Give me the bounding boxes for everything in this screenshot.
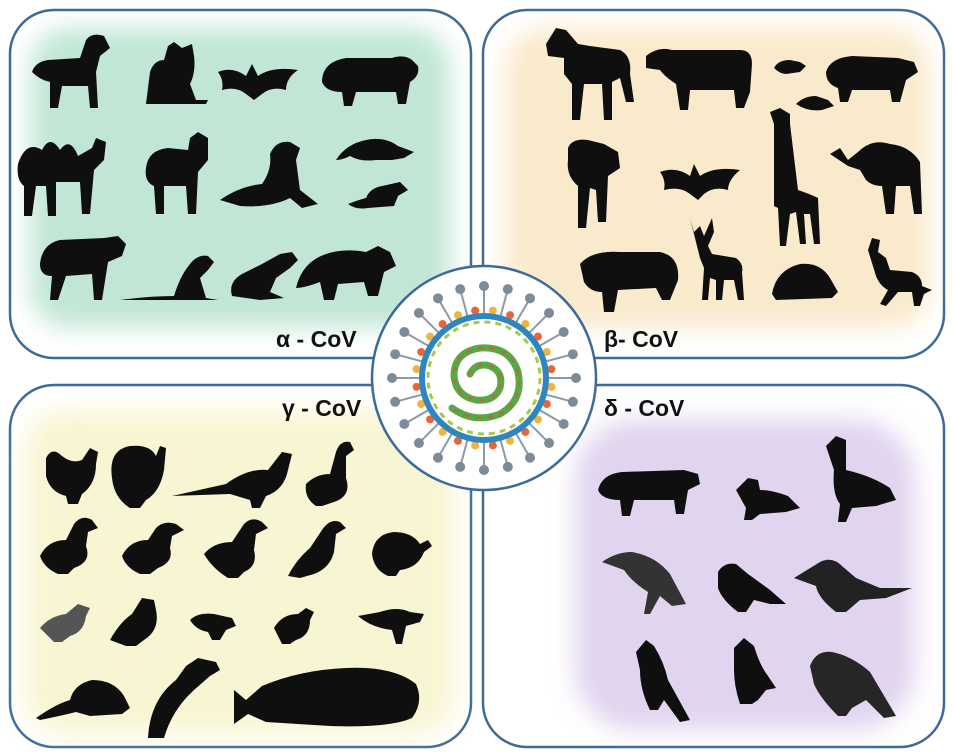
spike-head bbox=[544, 438, 554, 448]
coronavirus-icon bbox=[372, 266, 596, 490]
spike-head bbox=[399, 327, 409, 337]
spike-head bbox=[568, 349, 578, 359]
spike-head bbox=[571, 373, 581, 383]
beta-cov-label: β- CoV bbox=[604, 326, 678, 353]
spike-head bbox=[414, 438, 424, 448]
spike-head bbox=[399, 419, 409, 429]
spike-head bbox=[525, 293, 535, 303]
spike-head bbox=[479, 465, 489, 475]
spike-head bbox=[387, 373, 397, 383]
delta-cov-label: δ - CoV bbox=[604, 395, 684, 422]
gamma-cov-label: γ - CoV bbox=[282, 395, 361, 422]
spike-head bbox=[455, 462, 465, 472]
spike-head bbox=[455, 284, 465, 294]
spike-head bbox=[544, 308, 554, 318]
spike-head bbox=[433, 293, 443, 303]
spike-head bbox=[525, 453, 535, 463]
spike-head bbox=[503, 462, 513, 472]
spike-head bbox=[479, 281, 489, 291]
spike-head bbox=[559, 327, 569, 337]
alpha-cov-label: α - CoV bbox=[276, 326, 357, 353]
spike-head bbox=[390, 397, 400, 407]
spike-head bbox=[433, 453, 443, 463]
beta-animals bbox=[546, 28, 932, 312]
spike-head bbox=[503, 284, 513, 294]
spike-head bbox=[559, 419, 569, 429]
spike-head bbox=[568, 397, 578, 407]
spike-head bbox=[414, 308, 424, 318]
spike-head bbox=[390, 349, 400, 359]
